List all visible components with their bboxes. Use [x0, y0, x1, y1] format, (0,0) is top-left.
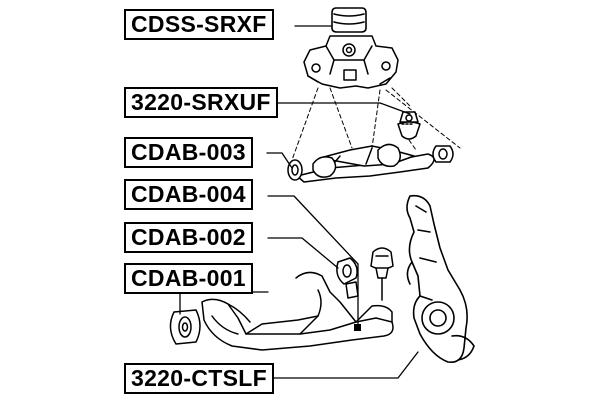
lower-ball-joint	[370, 247, 394, 301]
mounting-guide-lines	[291, 87, 461, 161]
leader-line-p2	[273, 102, 411, 115]
upper-ball-joint	[397, 111, 421, 140]
upper-arm-bushing-right	[432, 145, 454, 163]
part-label-cdab-001: CDAB-001	[124, 263, 253, 294]
steering-knuckle	[406, 194, 475, 364]
part-label-cdab-003: CDAB-003	[124, 137, 253, 168]
part-label-3220-srxuf: 3220-SRXUF	[124, 87, 278, 118]
part-label-cdab-002: CDAB-002	[124, 222, 253, 253]
upper-mount-bracket	[303, 35, 399, 89]
lower-arm-bushing-rear	[169, 309, 201, 345]
strut-mount-bushing	[331, 7, 367, 33]
part-label-cdss-srxf: CDSS-SRXF	[124, 9, 274, 40]
leader-line-p4	[267, 195, 359, 327]
upper-arm-bushing-left	[287, 159, 303, 181]
part-label-3220-ctslf: 3220-CTSLF	[124, 363, 274, 394]
leader-line-p5	[267, 237, 339, 269]
leader-line-p7	[273, 351, 419, 379]
leader-line-p3	[266, 152, 293, 169]
lower-control-arm	[201, 271, 394, 351]
part-label-cdab-004: CDAB-004	[124, 179, 253, 210]
upper-control-arm	[296, 143, 435, 183]
pointer-marker	[354, 324, 361, 331]
leader-lines	[179, 25, 419, 379]
lower-arm-bushing-front	[336, 257, 359, 299]
